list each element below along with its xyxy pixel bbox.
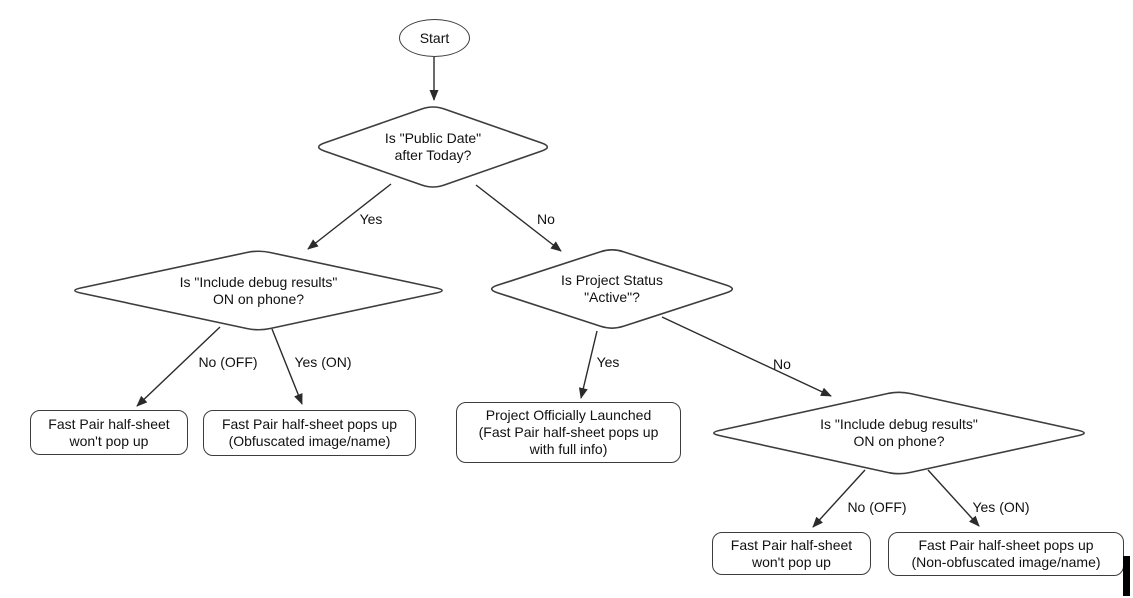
- decision-debug-left-label: Is "Include debug results" ON on phone?: [179, 273, 338, 307]
- arrow-debug-left-yes-on: [271, 328, 303, 405]
- outcome-non-obfuscated-label: Fast Pair half-sheet pops up (Non-obfusc…: [911, 537, 1101, 570]
- edge-label-no-right: No: [537, 211, 555, 227]
- edge-label-yes-middle: Yes: [597, 354, 620, 370]
- decision-debug-right-label: Is "Include debug results" ON on phone?: [820, 416, 978, 449]
- decision-debug-left: Is "Include debug results" ON on phone?: [68, 249, 449, 332]
- decision-project-status-label: Is Project Status "Active"?: [561, 272, 663, 305]
- outcome-obfuscated-label: Fast Pair half-sheet pops up (Obfuscated…: [221, 416, 398, 449]
- outcome-no-popup-left-label: Fast Pair half-sheet won't pop up: [48, 415, 170, 449]
- decision-debug-right: Is "Include debug results" ON on phone?: [707, 390, 1091, 476]
- outcome-no-popup-left: Fast Pair half-sheet won't pop up: [30, 410, 188, 455]
- decision-project-status: Is Project Status "Active"?: [485, 247, 739, 331]
- decision-public-date-label: Is "Public Date" after Today?: [384, 130, 482, 163]
- decision-public-date: Is "Public Date" after Today?: [312, 104, 554, 190]
- node-start-label: Start: [419, 29, 450, 46]
- outcome-obfuscated: Fast Pair half-sheet pops up (Obfuscated…: [203, 410, 416, 456]
- edge-label-no-middle: No: [773, 356, 791, 372]
- arrow-project-status-yes: [578, 330, 598, 399]
- outcome-no-popup-right: Fast Pair half-sheet won't pop up: [712, 532, 871, 575]
- node-start: Start: [399, 19, 470, 57]
- edge-label-yes-on-right: Yes (ON): [972, 499, 1029, 515]
- edge-label-no-off-left: No (OFF): [198, 354, 257, 370]
- outcome-launched-label: Project Officially Launched (Fast Pair h…: [478, 407, 659, 457]
- text-caret: [1123, 556, 1130, 596]
- arrow-debug-left-no-off: [136, 326, 221, 407]
- edge-label-yes-left: Yes: [360, 211, 383, 227]
- diamond-shape: [74, 250, 443, 331]
- edge-label-yes-on-left: Yes (ON): [294, 354, 351, 370]
- outcome-launched: Project Officially Launched (Fast Pair h…: [456, 402, 681, 463]
- outcome-non-obfuscated: Fast Pair half-sheet pops up (Non-obfusc…: [888, 532, 1124, 576]
- edge-label-no-off-right: No (OFF): [847, 499, 906, 515]
- arrow-public-date-yes: [307, 183, 392, 250]
- diamond-shape: [317, 106, 549, 188]
- arrow-debug-right-no-off: [812, 469, 866, 528]
- arrow-debug-right-yes-on: [927, 469, 980, 527]
- diamond-shape: [713, 391, 1085, 475]
- outcome-no-popup-right-label: Fast Pair half-sheet won't pop up: [730, 536, 853, 570]
- arrow-public-date-no: [475, 184, 562, 252]
- diamond-shape: [490, 249, 734, 329]
